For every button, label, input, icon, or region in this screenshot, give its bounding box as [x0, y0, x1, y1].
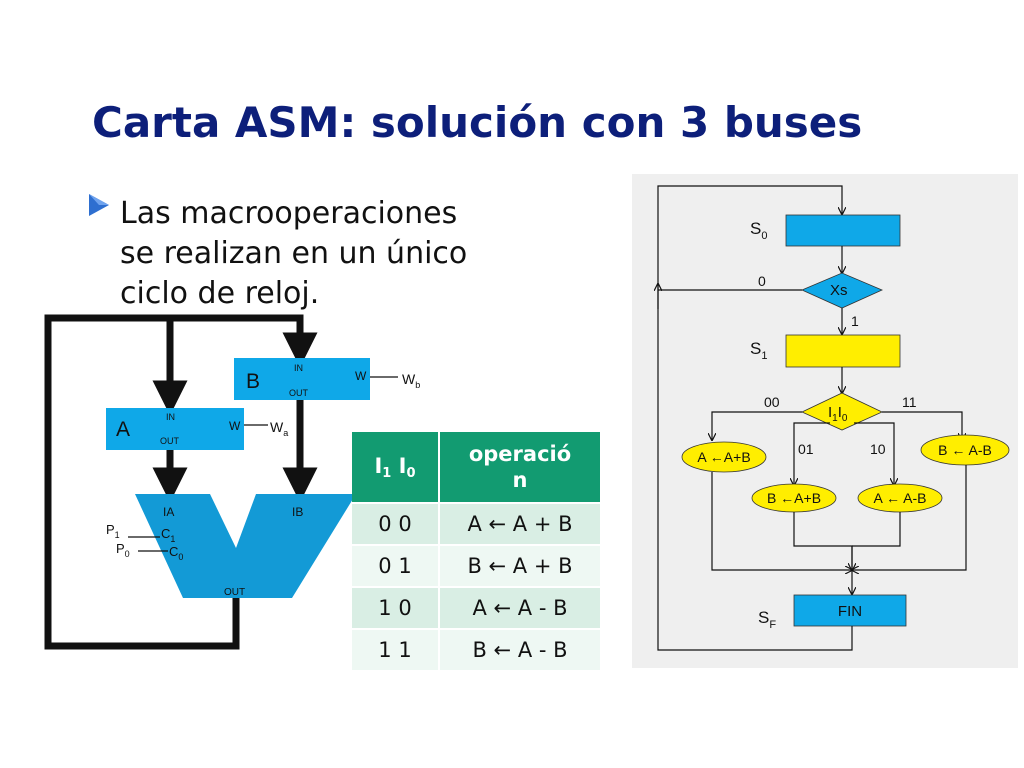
bullet-line-3: ciclo de reloj. [120, 276, 320, 311]
register-a-label: A [116, 418, 130, 441]
op-00-label: A ←A+B [697, 449, 750, 465]
op-11-label: B ← A-B [938, 442, 992, 458]
state-s1-label: S1 [750, 339, 767, 362]
register-b-w: W [355, 369, 367, 383]
alu-c0: C0 [169, 544, 183, 562]
register-b-label: B [246, 370, 260, 393]
branch-11-label: 11 [902, 394, 917, 410]
register-a [106, 408, 244, 450]
bullet-arrow-icon [89, 194, 109, 216]
bullet-line-1: Las macrooperaciones [120, 196, 458, 231]
fin-label: FIN [838, 603, 862, 620]
state-s0-label: S0 [750, 219, 767, 242]
register-a-in: IN [166, 412, 175, 422]
register-b-out: OUT [289, 388, 309, 398]
bullet-line-2: se realizan en un único [120, 236, 468, 271]
register-b-in: IN [294, 363, 303, 373]
branch-01-label: 01 [798, 441, 814, 457]
alu [135, 494, 356, 598]
alu-ia: IA [163, 505, 174, 519]
xs-zero-label: 0 [758, 273, 766, 289]
op-10-label: A ← A-B [874, 490, 927, 506]
state-s0-box [785, 214, 901, 247]
alu-ib: IB [292, 505, 303, 519]
bullet-text: Las macrooperaciones se realizan en un ú… [120, 194, 540, 314]
page-title: Carta ASM: solución con 3 buses [92, 98, 863, 147]
state-sf-box [793, 594, 907, 627]
op-01-label: B ←A+B [767, 490, 821, 506]
op-11-oval [920, 434, 1010, 466]
decision-xs-label: Xs [830, 282, 848, 299]
register-a-out: OUT [160, 436, 180, 446]
feedback-bus [44, 314, 318, 650]
register-a-w: W [229, 419, 241, 433]
op-00-oval [681, 441, 767, 473]
decision-i1i0-label: I1I0 [828, 404, 848, 424]
state-sf-label: SF [758, 608, 776, 631]
branch-00-label: 00 [764, 394, 780, 410]
table-header-code: I1 I0 [352, 432, 440, 504]
state-s1-box [785, 334, 901, 368]
xs-one-label: 1 [851, 313, 859, 329]
register-b [234, 358, 370, 400]
alu-out: OUT [224, 587, 245, 598]
branch-10-label: 10 [870, 441, 886, 457]
alu-c1: C1 [161, 526, 175, 544]
datapath-diagram: B IN OUT W Wb A IN OUT W Wa IA IB OUT C1… [44, 314, 420, 650]
signal-p0: P0 [116, 541, 130, 559]
asm-chart: S0 Xs 0 1 S1 I1I0 00 11 01 10 A ←A+B B ←… [632, 174, 1018, 668]
decision-xs [801, 272, 883, 309]
table-header-operation: operació n [440, 432, 602, 504]
signal-p1: P1 [106, 522, 120, 540]
signal-wb: Wb [402, 371, 420, 390]
signal-wa: Wa [270, 419, 288, 438]
